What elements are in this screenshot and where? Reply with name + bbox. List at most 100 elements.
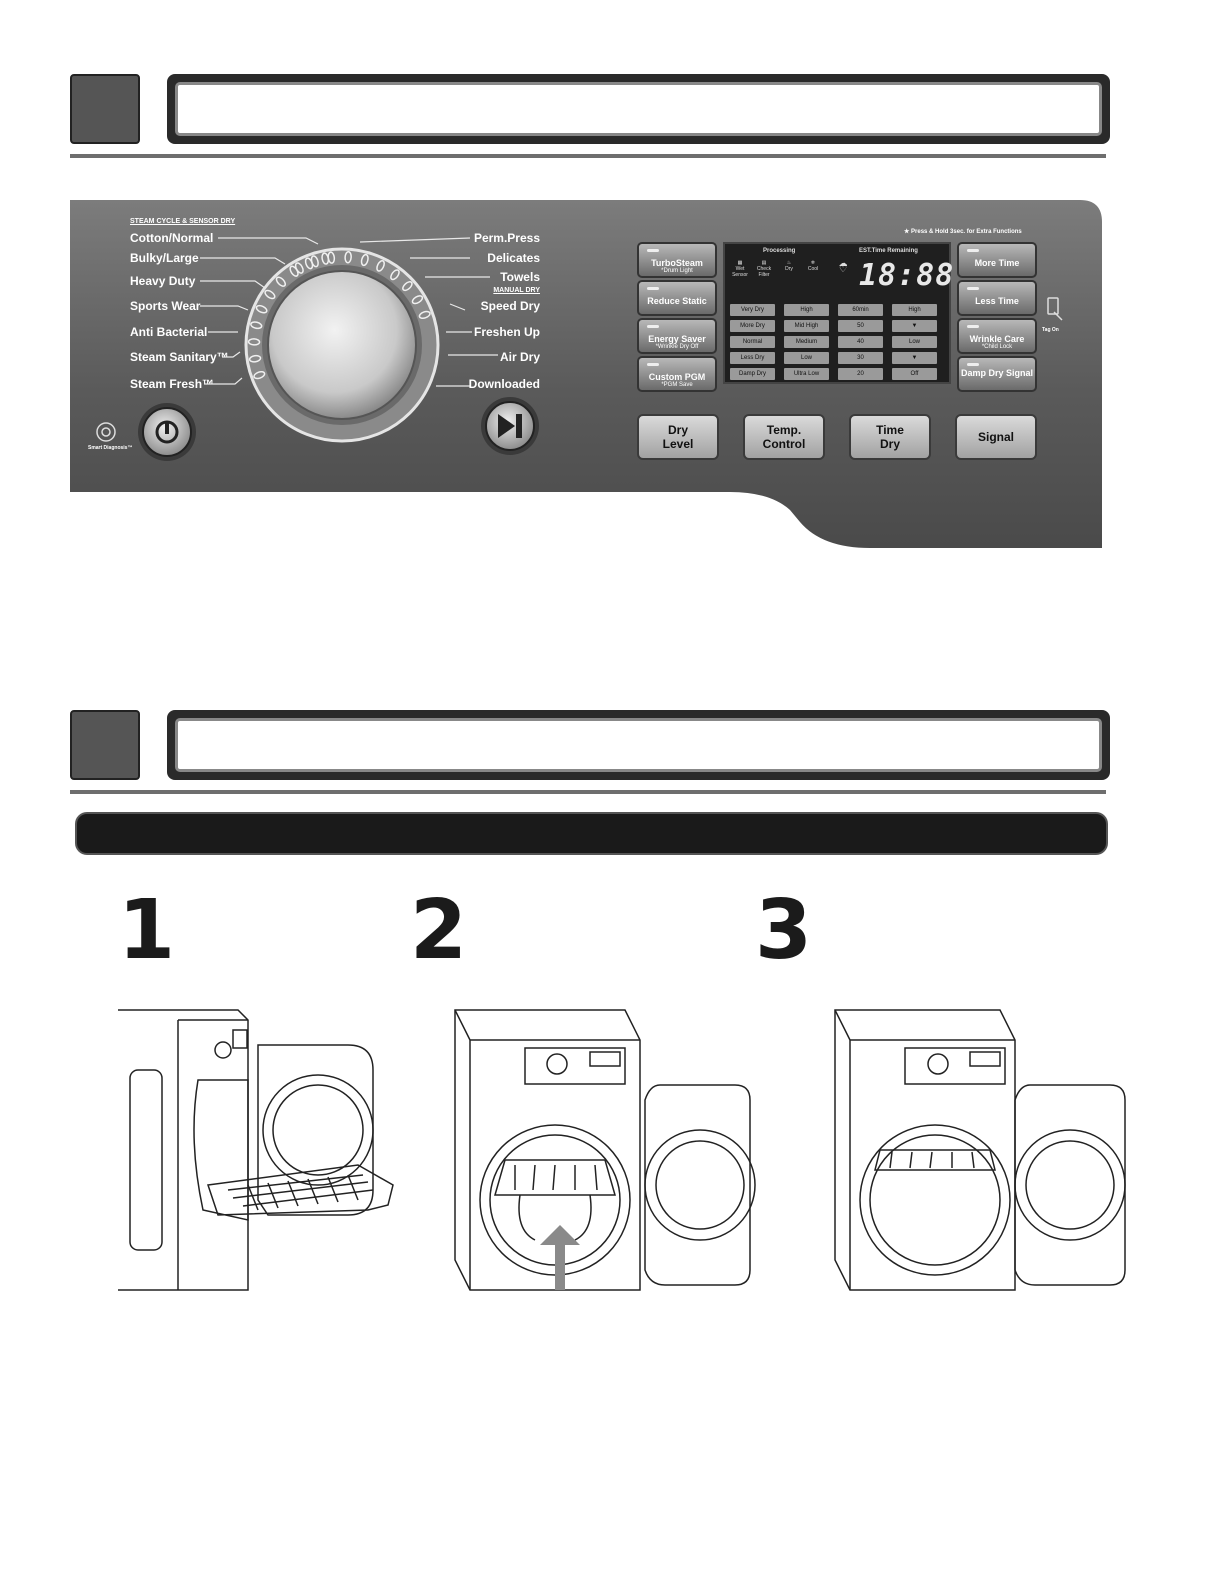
energy-saver-button[interactable]: Energy Saver*Wrinkle Dry Off: [637, 318, 717, 354]
processing-label: Processing: [763, 248, 796, 254]
signal-button[interactable]: Signal: [955, 414, 1037, 460]
lcd-setting-cell: ▼: [892, 352, 937, 364]
lcd-setting-cell: High: [892, 304, 937, 316]
dial-tick: [360, 253, 369, 267]
button-label: Dry Level: [662, 423, 694, 451]
icon-label: Dry: [785, 266, 793, 272]
dial-tick: [321, 252, 330, 265]
lcd-setting-cell: Mid High: [784, 320, 829, 332]
control-panel: STEAM CYCLE & SENSOR DRY Cotton/Normal B…: [70, 200, 1102, 550]
smart-diagnosis-label: Smart Diagnosis™: [88, 445, 133, 451]
step-number: 1: [118, 883, 176, 978]
indicator-light: [967, 287, 979, 290]
button-sublabel: *Wrinkle Dry Off: [655, 344, 699, 350]
lcd-setting-cell: Medium: [784, 336, 829, 348]
tag-on-label: Tag On: [1042, 327, 1059, 333]
dial-tick: [376, 260, 385, 272]
dial-tick: [250, 321, 263, 330]
lcd-setting-cell: High: [784, 304, 829, 316]
dial-tick: [294, 262, 304, 274]
button-label: Reduce Static: [647, 296, 707, 306]
subsection-banner: [75, 812, 1108, 855]
dial-tick: [344, 250, 352, 264]
step-1-illustration: [118, 1009, 394, 1291]
time-dry-button[interactable]: Time Dry: [849, 414, 931, 460]
lcd-setting-cell: Damp Dry: [730, 368, 775, 380]
hold-note: ★ Press & Hold 3sec. for Extra Functions: [904, 229, 1022, 235]
more-time-button[interactable]: More Time: [957, 242, 1037, 278]
step-number: 2: [410, 883, 468, 978]
section-1-title-bar: [167, 74, 1110, 144]
est-time-label: EST.Time Remaining: [859, 248, 918, 254]
cycle-label: Anti Bacterial: [130, 325, 208, 339]
indicator-light: [647, 249, 659, 252]
button-label: Damp Dry Signal: [960, 368, 1034, 378]
lcd-setting-cell: 20: [838, 368, 883, 380]
lcd-setting-cell: Low: [892, 336, 937, 348]
section-2-title-box: [175, 718, 1102, 772]
steam-icon: ☁♡: [838, 258, 848, 274]
lcd-setting-cell: 50: [838, 320, 883, 332]
temp-control-button[interactable]: Temp. Control: [743, 414, 825, 460]
dial-tick: [402, 281, 413, 292]
lcd-setting-cell: Ultra Low: [784, 368, 829, 380]
button-label: Signal: [977, 430, 1014, 444]
button-label: Temp. Control: [762, 423, 806, 451]
button-label: Custom PGM: [648, 372, 706, 382]
indicator-light: [967, 363, 979, 366]
section-2-marker: [70, 710, 140, 780]
reduce-static-button[interactable]: Reduce Static: [637, 280, 717, 316]
button-sublabel: *Child Lock: [981, 344, 1013, 350]
dry-level-button[interactable]: Dry Level: [637, 414, 719, 460]
icon-label: Cool: [807, 266, 819, 272]
dry-icon: ♨Dry: [785, 260, 793, 272]
cycle-label: Speed Dry: [480, 299, 540, 313]
icon-label: Wet Sensor: [732, 266, 748, 278]
section-2-rule: [70, 790, 1106, 794]
lcd-setting-cell: Less Dry: [730, 352, 775, 364]
icon-label: Check Filter: [756, 266, 772, 278]
cycle-label: Heavy Duty: [130, 274, 196, 288]
manual-dry-header: MANUAL DRY: [493, 287, 540, 294]
cycle-label: Downloaded: [468, 377, 540, 391]
step-2-illustration: [454, 1009, 756, 1291]
lcd-setting-cell: Off: [892, 368, 937, 380]
custom-pgm-button[interactable]: Custom PGM*PGM Save: [637, 356, 717, 392]
turbosteam-button[interactable]: TurboSteam*Drum Light: [637, 242, 717, 278]
section-2-title-bar: [167, 710, 1110, 780]
cycle-label: Bulky/Large: [130, 251, 199, 265]
dial-tick: [253, 370, 266, 380]
check-filter-icon: ▤Check Filter: [756, 260, 772, 278]
lcd-setting-cell: 30: [838, 352, 883, 364]
button-label: Wrinkle Care: [969, 334, 1025, 344]
button-label: Energy Saver: [648, 334, 706, 344]
section-1-title-box: [175, 82, 1102, 136]
lcd-setting-cell: ▼: [892, 320, 937, 332]
dial-tick: [247, 338, 261, 346]
time-remaining-display: 18:88: [859, 258, 955, 293]
indicator-light: [647, 287, 659, 290]
dial-tick: [255, 304, 268, 314]
button-sublabel: *Drum Light: [661, 268, 693, 274]
dial-tick: [248, 354, 262, 363]
indicator-light: [647, 325, 659, 328]
cycle-label: Perm.Press: [473, 231, 540, 245]
steam-cycle-header: STEAM CYCLE & SENSOR DRY: [130, 218, 236, 225]
wrinkle-care-button[interactable]: Wrinkle Care*Child Lock: [957, 318, 1037, 354]
section-1-marker: [70, 74, 140, 144]
step-3-illustration: [834, 1009, 1126, 1291]
button-label: Time Dry: [876, 423, 904, 451]
dial-tick: [275, 276, 287, 287]
less-time-button[interactable]: Less Time: [957, 280, 1037, 316]
damp-dry-signal-button[interactable]: Damp Dry Signal: [957, 356, 1037, 392]
indicator-light: [647, 363, 659, 366]
lcd-setting-cell: More Dry: [730, 320, 775, 332]
cycle-label: Air Dry: [499, 350, 540, 364]
indicator-light: [967, 249, 979, 252]
lcd-setting-cell: 60min: [838, 304, 883, 316]
cycle-label: Freshen Up: [473, 325, 540, 339]
button-label: Less Time: [975, 296, 1019, 306]
cycle-label: Cotton/Normal: [130, 231, 214, 245]
wet-sensor-icon: ▦Wet Sensor: [732, 260, 748, 278]
dial-tick: [411, 295, 424, 305]
